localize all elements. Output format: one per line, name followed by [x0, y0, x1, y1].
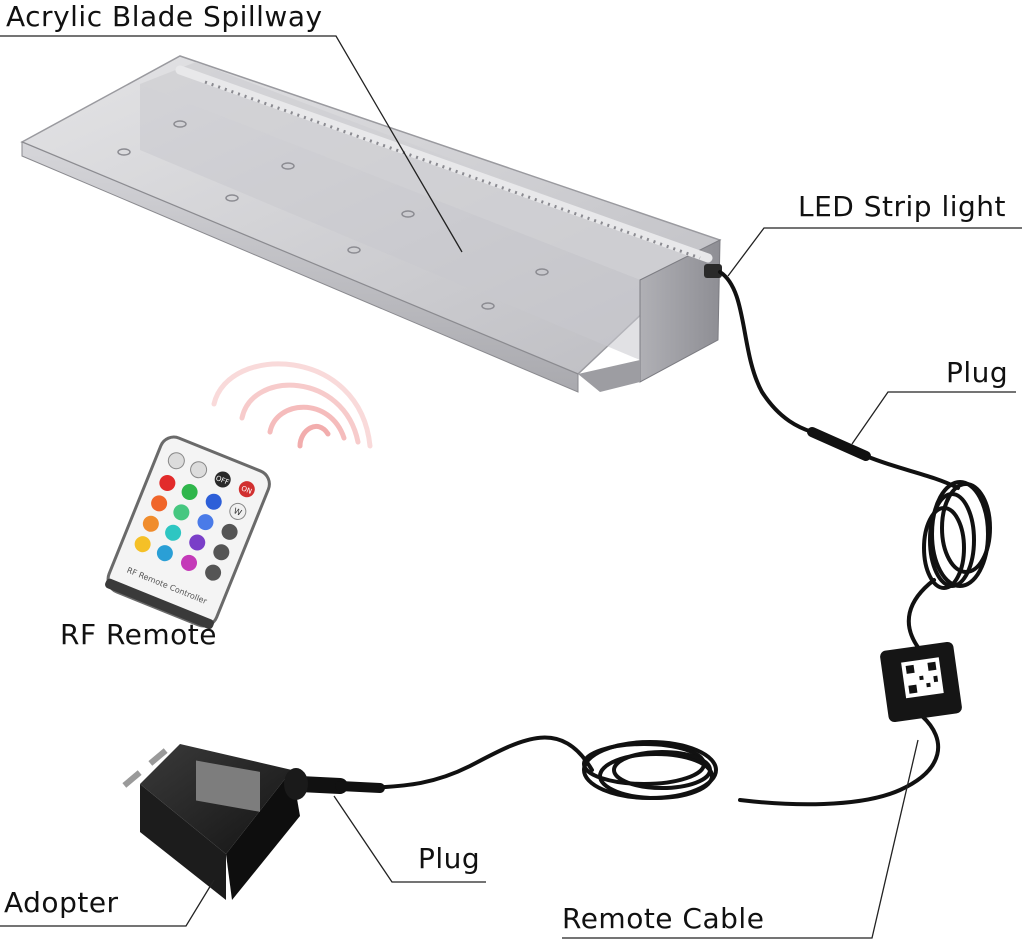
adapter-prong-1 — [148, 748, 168, 766]
remote-color-buttons — [134, 474, 247, 581]
label-remote-cable: Remote Cable — [562, 902, 765, 935]
remote-receiver-controller — [880, 641, 962, 723]
plug-top-body — [807, 427, 871, 461]
plug-bottom-ring — [335, 781, 385, 793]
label-plug-bottom: Plug — [418, 842, 481, 875]
remote-button-on-label: ON — [240, 484, 253, 495]
cables — [292, 270, 992, 807]
mounting-holes — [117, 120, 549, 310]
housing-front — [140, 84, 640, 360]
leader-remote-cable — [562, 739, 919, 939]
led-strip-rod — [175, 65, 713, 263]
coil-cable — [864, 454, 960, 490]
label-adopter: Adopter — [4, 886, 119, 919]
cable-coil-top — [922, 480, 992, 590]
signal-waves-icon — [211, 361, 373, 449]
remote-button-w-label: W — [232, 506, 243, 517]
controller-cable-out — [738, 714, 940, 807]
power-adapter — [122, 744, 308, 900]
led-connector — [704, 264, 722, 278]
remote-button-off — [214, 471, 231, 488]
leader-plug-bottom — [333, 795, 486, 883]
remote-button-brightness-up — [167, 452, 185, 470]
blade-inner-panel — [140, 62, 696, 280]
controller-cable-in — [906, 578, 936, 652]
adapter-spec-label — [196, 760, 260, 812]
leader-adopter — [0, 879, 215, 927]
adapter-collar — [284, 768, 308, 800]
label-plug-top: Plug — [946, 356, 1009, 389]
remote-shadow-edge — [105, 578, 214, 630]
rf-remote: OFF ON W RF Remot — [105, 361, 373, 630]
label-led-strip-light: LED Strip light — [798, 190, 1007, 223]
leader-plug-top — [851, 391, 1016, 445]
acrylic-blade-spillway — [20, 55, 722, 393]
cable-coil-bottom — [582, 740, 718, 800]
adapter-body-side — [226, 770, 300, 900]
adapter-cable — [368, 735, 594, 790]
label-rf-remote: RF Remote — [60, 618, 217, 651]
adapter-prong-2 — [122, 770, 142, 788]
leader-lines — [0, 35, 1022, 939]
led-cable — [718, 270, 814, 434]
leader-led — [727, 227, 1022, 277]
adapter-body-front — [140, 784, 226, 900]
remote-button-on — [238, 481, 255, 498]
remote-body — [106, 435, 271, 628]
housing-bottom-block — [578, 360, 640, 392]
label-acrylic-blade-spillway: Acrylic Blade Spillway — [6, 0, 323, 33]
blade-front-edge — [21, 141, 579, 393]
leader-acrylic — [0, 35, 463, 253]
remote-button-brightness-down — [190, 461, 208, 479]
